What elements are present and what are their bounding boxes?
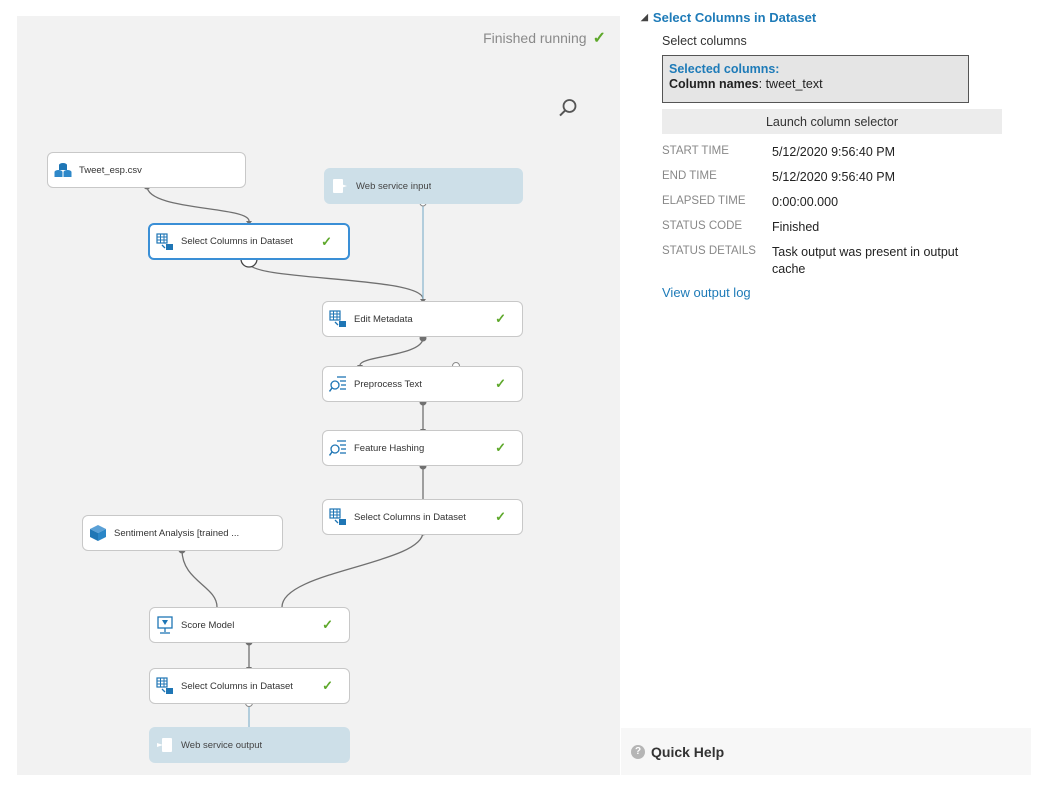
search-icon[interactable] [558, 98, 578, 118]
quick-help-bar[interactable]: ? Quick Help [621, 728, 1031, 775]
module-node-select-columns-3[interactable]: Select Columns in Dataset ✓ [149, 668, 350, 704]
experiment-canvas[interactable]: 1 Finished running ✓ Tweet_esp.csv Web s… [17, 16, 620, 775]
node-label: Score Model [181, 619, 235, 631]
check-icon: ✓ [495, 509, 506, 524]
node-label: Web service output [181, 739, 263, 751]
selected-columns-title: Selected columns: [669, 62, 780, 76]
property-key: STATUS CODE [662, 220, 743, 232]
property-row: END TIME 5/12/2020 9:56:40 PM [662, 169, 1031, 194]
select-columns-icon [156, 232, 173, 250]
module-node-web-service-input[interactable]: Web service input [324, 168, 523, 204]
check-icon: ✓ [322, 678, 333, 693]
text-icon [329, 376, 346, 392]
module-node-select-columns-2[interactable]: Select Columns in Dataset ✓ [322, 499, 523, 535]
property-row: STATUS DETAILS Task output was present i… [662, 244, 1031, 278]
score-icon [157, 616, 173, 634]
check-icon: ✓ [592, 30, 606, 47]
module-node-web-service-output[interactable]: Web service output [149, 727, 350, 763]
section-title: Select Columns in Dataset [652, 10, 817, 25]
view-output-log-link[interactable]: View output log [662, 285, 751, 300]
property-row: START TIME 5/12/2020 9:56:40 PM [662, 144, 1031, 169]
module-node-score-model[interactable]: Score Model ✓ [149, 607, 350, 643]
node-label: Select Columns in Dataset [181, 236, 293, 247]
column-names-key: Column names [669, 77, 759, 91]
model-icon [90, 525, 106, 541]
dataset-icon [54, 163, 72, 177]
node-label: Select Columns in Dataset [354, 511, 466, 523]
quick-help-label: Quick Help [651, 743, 725, 760]
property-row: ELAPSED TIME 0:00:00.000 [662, 194, 1031, 219]
web-output-icon [157, 738, 172, 752]
property-key: START TIME [662, 145, 729, 157]
node-label: Select Columns in Dataset [181, 680, 293, 692]
property-value: Task output was present in output cache [772, 245, 959, 276]
column-names-row: Column names: tweet_text [669, 77, 823, 91]
select-columns-icon [329, 508, 346, 525]
node-label: Tweet_esp.csv [79, 164, 142, 176]
selected-columns-box: Selected columns: Column names: tweet_te… [662, 55, 969, 103]
property-value: 5/12/2020 9:56:40 PM [772, 170, 896, 184]
text-icon [329, 440, 346, 456]
run-status: Finished running ✓ [483, 28, 606, 48]
check-icon: ✓ [321, 234, 332, 249]
property-key: END TIME [662, 170, 717, 182]
node-label: Sentiment Analysis [trained ... [114, 527, 240, 539]
section-header[interactable]: ◢ Select Columns in Dataset [641, 10, 1031, 25]
run-status-text: Finished running [483, 30, 587, 46]
property-key: STATUS DETAILS [662, 245, 756, 257]
select-columns-icon [329, 310, 346, 327]
check-icon: ✓ [495, 440, 506, 455]
run-properties: START TIME 5/12/2020 9:56:40 PM END TIME… [662, 144, 1031, 278]
module-node-tweet-dataset[interactable]: Tweet_esp.csv [47, 152, 246, 188]
connection-wires [143, 182, 460, 727]
property-value: Finished [772, 220, 820, 234]
column-names-value: tweet_text [765, 77, 823, 91]
property-key: ELAPSED TIME [662, 195, 746, 207]
select-columns-label: Select columns [662, 34, 747, 48]
property-row: STATUS CODE Finished [662, 219, 1031, 244]
node-label: Edit Metadata [354, 313, 413, 325]
check-icon: ✓ [495, 311, 506, 326]
wire-select-editmeta [248, 262, 424, 300]
property-value: 5/12/2020 9:56:40 PM [772, 145, 896, 159]
node-label: Preprocess Text [354, 378, 422, 390]
wire-dataset-select [146, 185, 250, 222]
help-icon: ? [631, 744, 645, 759]
launch-column-selector-button[interactable]: Launch column selector [662, 109, 1002, 134]
check-icon: ✓ [495, 376, 506, 391]
web-input-icon [333, 179, 347, 193]
wire-sentiment-score [181, 549, 218, 608]
node-label: Feature Hashing [354, 442, 425, 454]
node-label: Web service input [356, 180, 432, 192]
property-value: 0:00:00.000 [772, 195, 839, 209]
wire-select2-score [281, 531, 424, 608]
collapse-triangle-icon[interactable]: ◢ [641, 12, 648, 22]
module-node-edit-metadata[interactable]: Edit Metadata ✓ [322, 301, 523, 337]
select-columns-icon [156, 677, 173, 694]
module-node-preprocess-text[interactable]: Preprocess Text ✓ [322, 366, 523, 402]
module-node-feature-hashing[interactable]: Feature Hashing ✓ [322, 430, 523, 466]
check-icon: ✓ [322, 617, 333, 632]
module-node-sentiment-analysis-model[interactable]: Sentiment Analysis [trained ... [82, 515, 283, 551]
wire-editmeta-preprocess [359, 337, 424, 366]
module-node-select-columns-1[interactable]: Select Columns in Dataset ✓ [148, 223, 350, 260]
properties-panel: ◢ Select Columns in Dataset Select colum… [641, 10, 1031, 302]
